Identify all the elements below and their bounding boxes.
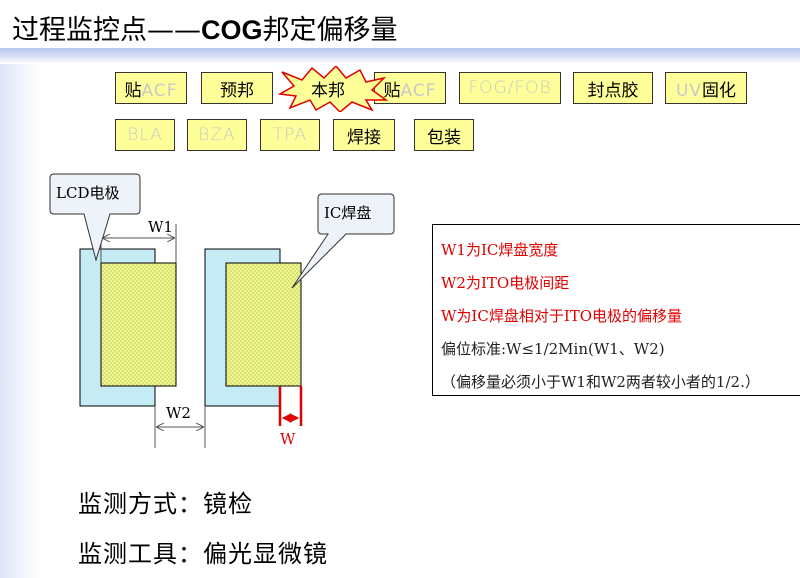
w1-label: W1 bbox=[148, 218, 173, 236]
step-welding: 焊接 bbox=[333, 119, 395, 151]
page-title: 过程监控点——COG邦定偏移量 bbox=[12, 8, 398, 47]
current-step-burst bbox=[278, 66, 388, 112]
step-fog-fob: FOG/FOB bbox=[459, 72, 561, 104]
w-label: W bbox=[280, 430, 296, 448]
ic-callout-text: IC焊盘 bbox=[324, 204, 371, 222]
inspection-tool: 监测工具：偏光显微镜 bbox=[78, 540, 328, 568]
title-prefix: 过程监控点—— bbox=[12, 15, 201, 46]
ic-pad-left bbox=[100, 262, 177, 387]
title-bold: COG bbox=[201, 15, 263, 45]
legend-note: （偏移量必须小于W1和W2两者较小者的1/2.） bbox=[441, 373, 760, 391]
step-uv-cure: UV固化 bbox=[665, 72, 747, 104]
ic-callout-bubble bbox=[291, 193, 395, 289]
ic-pad-right bbox=[225, 262, 302, 387]
legend-w2: W2为ITO电极间距 bbox=[441, 274, 570, 292]
legend-w1: W1为IC焊盘宽度 bbox=[441, 241, 559, 259]
inspection-method: 监测方式：镜检 bbox=[78, 490, 253, 518]
lcd-callout-bubble bbox=[49, 173, 141, 262]
w2-label: W2 bbox=[166, 404, 191, 422]
step-tpa: TPA bbox=[260, 119, 320, 151]
step-main-bond: 本邦 bbox=[311, 80, 345, 101]
step-tie-acf-2: 贴ACF bbox=[374, 72, 446, 104]
step-tie-acf-1: 贴ACF bbox=[115, 72, 187, 104]
title-suffix: 邦定偏移量 bbox=[262, 15, 398, 46]
title-band bbox=[0, 48, 800, 64]
offset-definition-box: W1为IC焊盘宽度 W2为ITO电极间距 W为IC焊盘相对于ITO电极的偏移量 … bbox=[432, 224, 800, 396]
step-bza: BZA bbox=[187, 119, 247, 151]
step-bla: BLA bbox=[115, 119, 175, 151]
step-packaging: 包装 bbox=[414, 119, 474, 151]
legend-w: W为IC焊盘相对于ITO电极的偏移量 bbox=[441, 307, 683, 325]
legend-standard: 偏位标准:W≤1/2Min(W1、W2) bbox=[441, 340, 665, 358]
step-prebond: 预邦 bbox=[201, 72, 273, 104]
lcd-electrode-right bbox=[204, 248, 281, 407]
lcd-electrode-left bbox=[79, 248, 156, 407]
step-sealing-glue: 封点胶 bbox=[573, 72, 653, 104]
lcd-callout-text: LCD电极 bbox=[56, 184, 119, 202]
side-gradient bbox=[0, 64, 40, 578]
